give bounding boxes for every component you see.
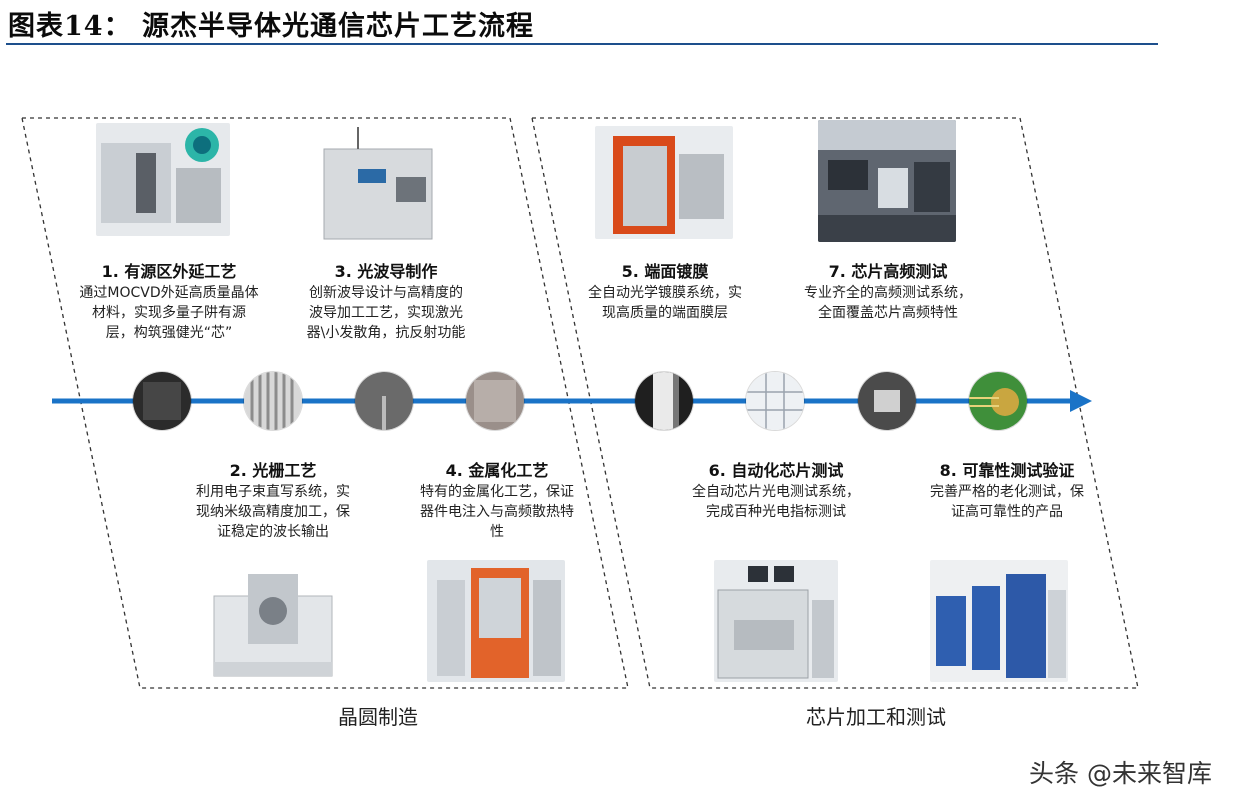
page-title: 图表14： 源杰半导体光通信芯片工艺流程 — [8, 11, 534, 42]
step-desc-line: 全面覆盖芯片高频特性 — [818, 305, 958, 321]
step-desc-line: 层，构筑强健光“芯” — [105, 325, 233, 341]
step-7-hf-test: 7. 芯片高频测试 专业齐全的高频测试系统， 全面覆盖芯片高频特性 — [780, 261, 996, 323]
step-desc-line: 通过MOCVD外延高质量晶体 — [79, 285, 259, 301]
step-desc-line: 证高可靠性的产品 — [951, 504, 1063, 520]
step-6-auto-test: 6. 自动化芯片测试 全自动芯片光电测试系统， 完成百种光电指标测试 — [668, 460, 884, 522]
step-title: 2. 光栅工艺 — [229, 461, 317, 480]
photo-mocvd-equipment — [96, 123, 230, 236]
step-desc-line: 性 — [490, 524, 504, 540]
step-1-epitaxy: 1. 有源区外延工艺 通过MOCVD外延高质量晶体 材料，实现多量子阱有源 层，… — [66, 261, 272, 343]
step-title: 4. 金属化工艺 — [445, 461, 549, 480]
step-title: 1. 有源区外延工艺 — [101, 262, 237, 281]
step-2-grating: 2. 光栅工艺 利用电子束直写系统，实 现纳米级高精度加工，保 证稳定的波长输出 — [170, 460, 376, 542]
watermark: 头条 @未来智库 — [1029, 759, 1212, 788]
step-4-metallization: 4. 金属化工艺 特有的金属化工艺，保证 器件电注入与高频散热特 性 — [394, 460, 600, 542]
node-hf-test — [858, 372, 916, 430]
step-desc-line: 完成百种光电指标测试 — [706, 504, 846, 520]
step-desc-line: 专业齐全的高频测试系统， — [804, 285, 972, 301]
step-title: 8. 可靠性测试验证 — [939, 461, 1075, 480]
step-desc-line: 全自动光学镀膜系统，实 — [588, 285, 742, 301]
node-reliability — [969, 372, 1027, 430]
photo-ebeam-lithography — [208, 566, 338, 684]
group-label-wafer: 晶圆制造 — [338, 705, 418, 729]
step-desc-line: 材料，实现多量子阱有源 — [92, 305, 246, 321]
photo-coating-machine — [595, 126, 733, 239]
photo-waveguide-machine — [318, 127, 438, 244]
step-3-waveguide: 3. 光波导制作 创新波导设计与高精度的 波导加工工艺，实现激光 器\小发散角，… — [283, 261, 489, 343]
step-desc-line: 创新波导设计与高精度的 — [309, 285, 463, 301]
step-desc-line: 现高质量的端面膜层 — [602, 305, 728, 321]
node-waveguide — [355, 372, 413, 430]
node-metallization — [466, 372, 524, 430]
step-title: 7. 芯片高频测试 — [828, 262, 948, 281]
node-epitaxy — [133, 372, 191, 430]
step-desc-line: 波导加工工艺，实现激光 — [309, 305, 463, 321]
step-title: 6. 自动化芯片测试 — [708, 461, 844, 480]
step-desc-line: 器\小发散角，抗反射功能 — [306, 325, 466, 341]
step-desc-line: 器件电注入与高频散热特 — [420, 504, 574, 520]
step-title: 5. 端面镀膜 — [621, 262, 709, 281]
timeline-arrowhead — [1070, 390, 1092, 412]
node-auto-test — [746, 372, 804, 430]
chip-group-frame — [531, 117, 1139, 689]
group-label-chip: 芯片加工和测试 — [806, 705, 946, 729]
step-title: 3. 光波导制作 — [334, 262, 438, 281]
wafer-group-frame — [21, 117, 629, 689]
step-desc-line: 全自动芯片光电测试系统， — [692, 484, 860, 500]
title-underline — [6, 43, 1158, 45]
photo-hf-test-lab — [818, 120, 956, 242]
step-desc-line: 完善严格的老化测试，保 — [930, 484, 1084, 500]
step-desc-line: 现纳米级高精度加工，保 — [196, 504, 350, 520]
step-desc-line: 证稳定的波长输出 — [217, 524, 329, 540]
photo-aging-test-chambers — [930, 560, 1068, 682]
photo-metallization-equipment — [427, 560, 565, 682]
node-coating — [635, 372, 693, 430]
step-desc-line: 特有的金属化工艺，保证 — [420, 484, 574, 500]
photo-auto-chip-tester — [714, 560, 838, 682]
step-8-reliability: 8. 可靠性测试验证 完善严格的老化测试，保 证高可靠性的产品 — [904, 460, 1110, 522]
step-5-coating: 5. 端面镀膜 全自动光学镀膜系统，实 现高质量的端面膜层 — [562, 261, 768, 323]
node-grating — [244, 372, 302, 430]
step-desc-line: 利用电子束直写系统，实 — [196, 484, 350, 500]
